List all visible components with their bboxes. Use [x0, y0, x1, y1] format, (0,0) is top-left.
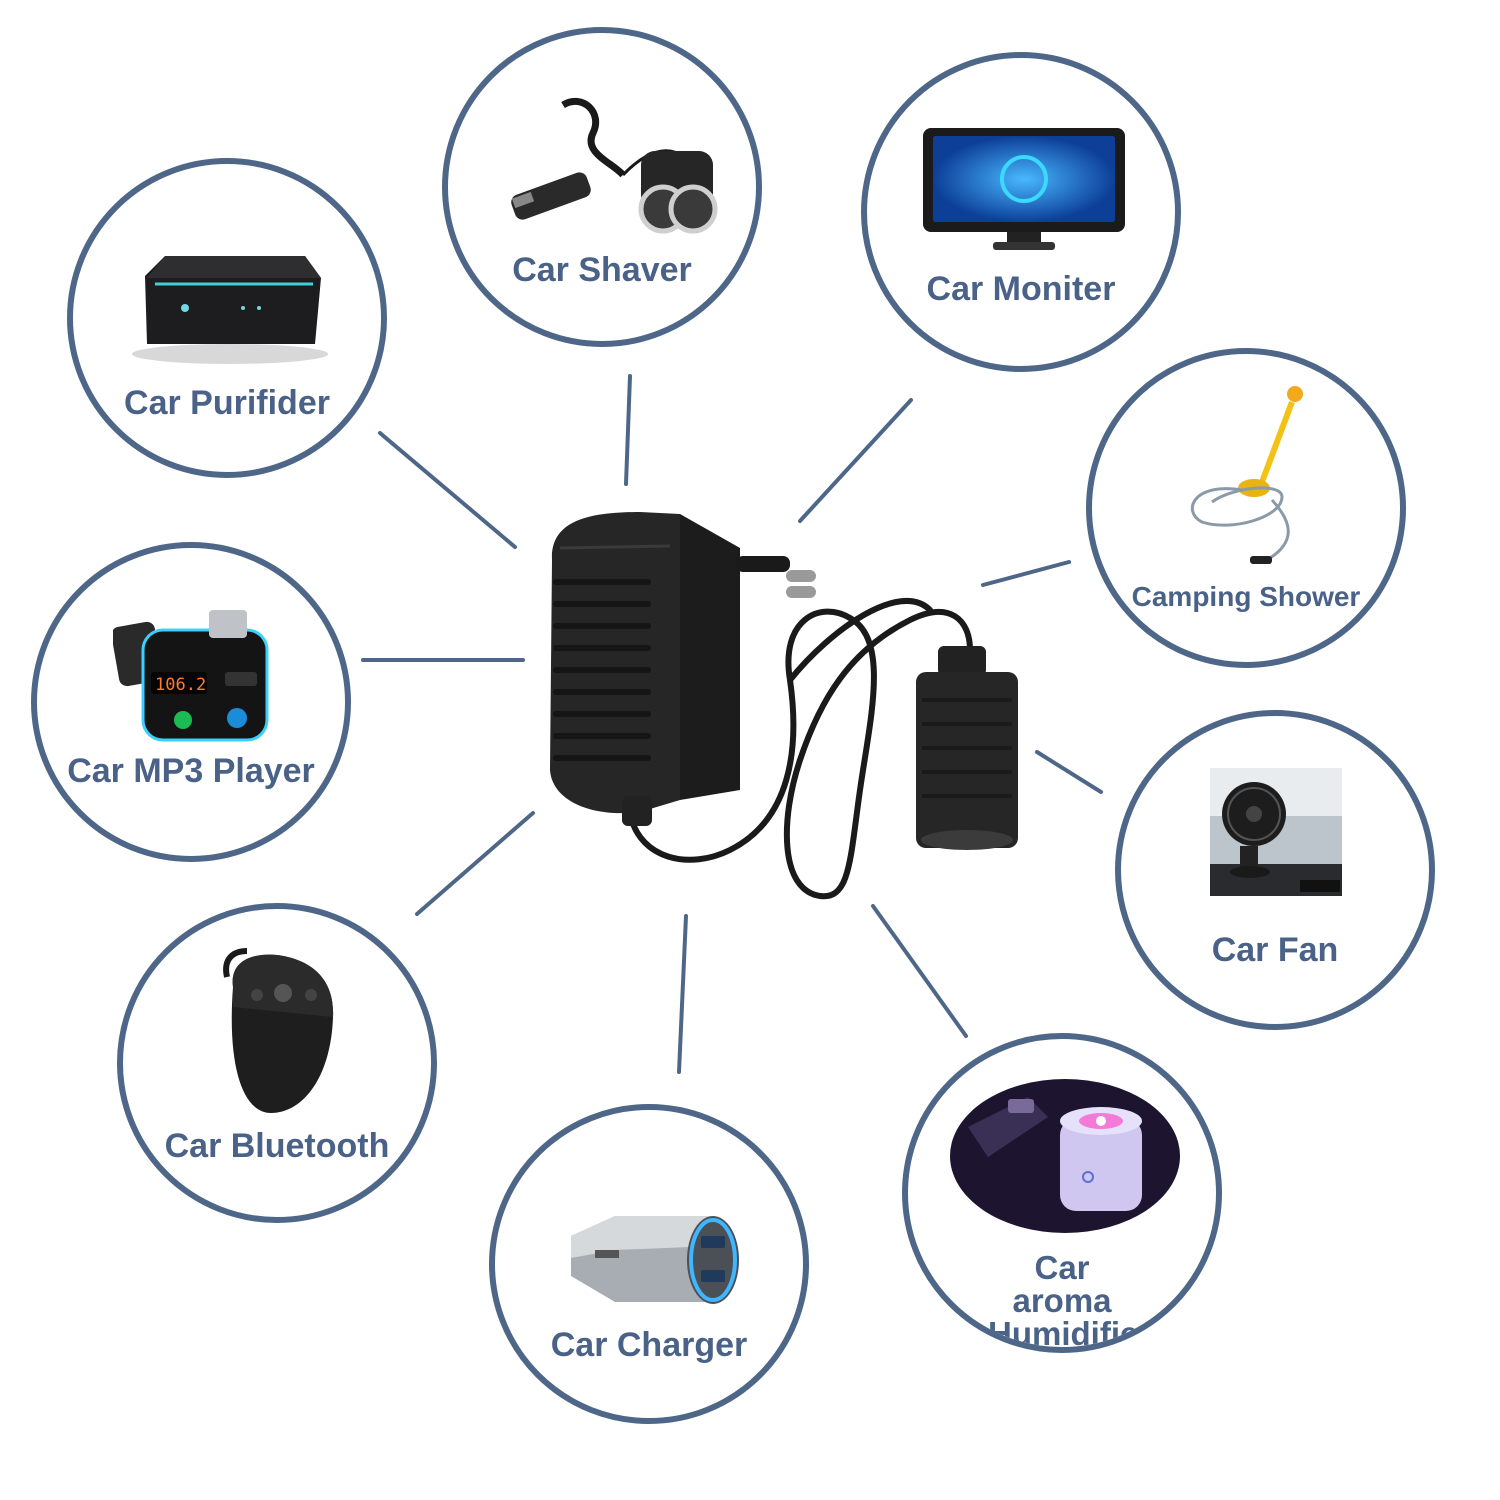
- humidifier-icon: [950, 1079, 1180, 1233]
- device-label-car-shaver: Car Shaver: [512, 251, 692, 289]
- device-label-camping-shower: Camping Shower: [1131, 581, 1361, 612]
- connector-car-shaver: [624, 374, 632, 486]
- ac-adapter-with-car-socket-icon: [550, 512, 1018, 900]
- bluetooth-speaker-icon: [223, 948, 334, 1113]
- device-label-car-monitor: Car Moniter: [926, 270, 1116, 308]
- mp3-player-icon: 106.2: [113, 610, 269, 742]
- device-circle-car-humidifier: Car aroma Humidifier: [902, 1033, 1222, 1353]
- connector-car-bluetooth: [415, 811, 535, 916]
- charger-icon: [571, 1216, 739, 1304]
- device-circle-car-charger: Car Charger: [489, 1104, 809, 1424]
- device-label-car-humidifier: Car aroma Humidifier: [988, 1249, 1152, 1352]
- device-circle-car-purifier: Car Purifider: [67, 158, 387, 478]
- connector-car-humidifier: [871, 904, 968, 1038]
- fan-icon: [1210, 768, 1342, 896]
- device-circle-car-mp3: 106.2 Car MP3 Player: [31, 542, 351, 862]
- device-label-car-mp3: Car MP3 Player: [67, 752, 315, 790]
- device-label-car-charger: Car Charger: [550, 1326, 748, 1364]
- shaver-icon: [511, 97, 718, 234]
- device-circle-car-monitor: Car Moniter: [861, 52, 1181, 372]
- connector-car-purifier: [378, 431, 517, 549]
- connector-car-monitor: [798, 398, 913, 523]
- device-label-car-bluetooth: Car Bluetooth: [164, 1127, 390, 1165]
- device-label-car-purifier: Car Purifider: [124, 384, 330, 422]
- monitor-icon: [923, 128, 1125, 250]
- device-label-car-fan: Car Fan: [1211, 931, 1339, 969]
- connector-car-fan: [1035, 750, 1103, 794]
- connector-camping-shower: [981, 560, 1071, 587]
- device-circle-car-bluetooth: Car Bluetooth: [117, 903, 437, 1223]
- device-circle-camping-shower: Camping Shower: [1086, 348, 1406, 668]
- shower-icon: [1191, 386, 1303, 564]
- air-purifier-icon: [132, 256, 328, 364]
- device-circle-car-shaver: Car Shaver: [442, 27, 762, 347]
- device-circle-car-fan: Car Fan: [1115, 710, 1435, 1030]
- connector-car-charger: [677, 914, 688, 1074]
- svg-text:106.2: 106.2: [155, 675, 206, 695]
